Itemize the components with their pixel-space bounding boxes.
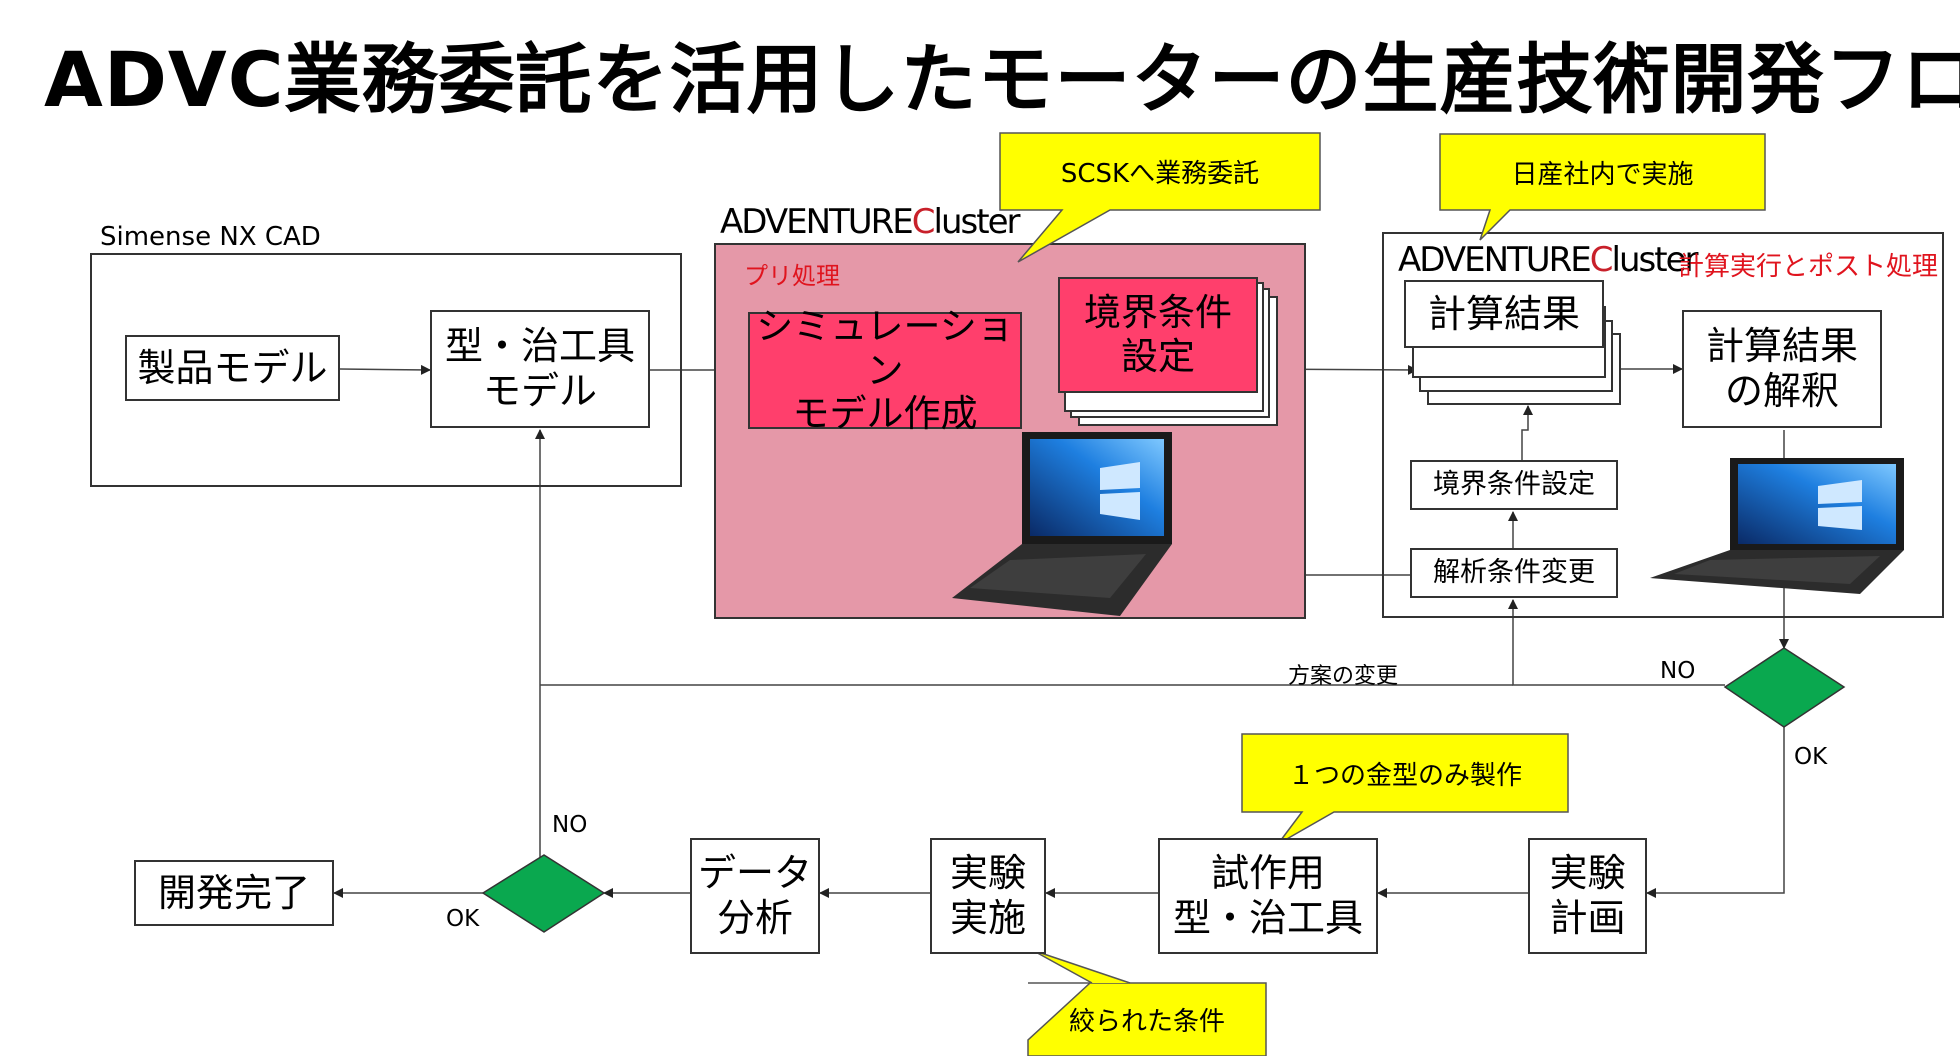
conditions-callout: 絞られた条件: [1068, 1007, 1225, 1037]
post-processing-label: 計算実行とポスト処理: [1678, 252, 1939, 282]
experiment-plan-box: 実験 計画: [1528, 838, 1647, 954]
trial-tool-box: 試作用 型・治工具: [1158, 838, 1378, 954]
pre-logo: ADVENTURECluster: [720, 202, 1020, 242]
nissan-callout: 日産社内で実施: [1511, 159, 1694, 190]
product-model-box: 製品モデル: [125, 335, 340, 401]
data-analysis-box: データ 分析: [690, 838, 820, 954]
laptop-icon: [1650, 458, 1904, 594]
boundary-condition-box: 境界条件 設定: [1058, 277, 1258, 393]
results-interpretation-box: 計算結果 の解釈: [1682, 310, 1882, 428]
cad-frame: [90, 253, 682, 487]
laptop-icon: [952, 432, 1172, 616]
page-title: ADVC業務委託を活用したモーターの生産技術開発フロー: [44, 35, 1960, 124]
analysis-change-box: 解析条件変更: [1410, 548, 1618, 598]
change-plan-label: 方案の変更: [1288, 664, 1399, 689]
ok-label-1: OK: [1794, 744, 1828, 770]
cad-label: Simense NX CAD: [100, 222, 321, 252]
development-done-box: 開発完了: [134, 860, 334, 926]
pre-processing-label: プリ処理: [744, 262, 840, 290]
experiment-exec-box: 実験 実施: [930, 838, 1046, 954]
mold-callout: １つの金型のみ製作: [1287, 760, 1522, 791]
calculation-results-box: 計算結果: [1404, 280, 1604, 348]
no-label-2: NO: [552, 812, 588, 838]
simulation-model-box: シミュレーション モデル作成: [748, 305, 1022, 435]
scsk-callout: SCSKへ業務委託: [1060, 159, 1260, 189]
boundary-setting-box: 境界条件設定: [1410, 460, 1618, 510]
tool-model-box: 型・治工具 モデル: [430, 310, 650, 428]
ok-label-2: OK: [446, 906, 480, 932]
post-logo: ADVENTURECluster: [1398, 240, 1698, 280]
no-label-1: NO: [1660, 658, 1696, 684]
